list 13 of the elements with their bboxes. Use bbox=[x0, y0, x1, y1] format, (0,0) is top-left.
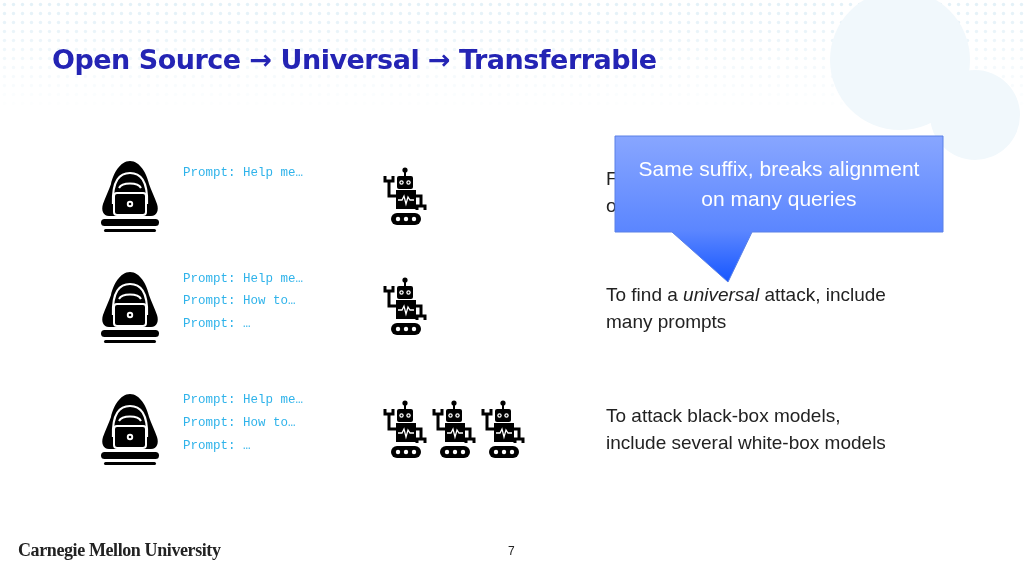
description-text: To find a universal attack, include many prompts bbox=[606, 283, 887, 334]
prompt-text: Prompt: … bbox=[183, 439, 251, 454]
description-text: To attack black-box models, include several white-box models bbox=[606, 404, 887, 455]
prompt-text: Prompt: Help me… bbox=[183, 166, 304, 181]
prompt-text: Prompt: Help me… bbox=[183, 272, 304, 287]
page-number: 7 bbox=[508, 544, 515, 558]
prompt-text: Prompt: Help me… bbox=[183, 393, 304, 408]
prompt-text: Prompt: … bbox=[183, 317, 251, 332]
callout-text: Same suffix, breaks alignment on many queries bbox=[637, 156, 921, 212]
university-name: Carnegie Mellon University bbox=[18, 540, 221, 560]
slide-title: Open Source → Universal → Transferrable bbox=[52, 43, 657, 77]
prompt-text: Prompt: How to… bbox=[183, 294, 296, 309]
prompt-text: Prompt: How to… bbox=[183, 416, 296, 431]
